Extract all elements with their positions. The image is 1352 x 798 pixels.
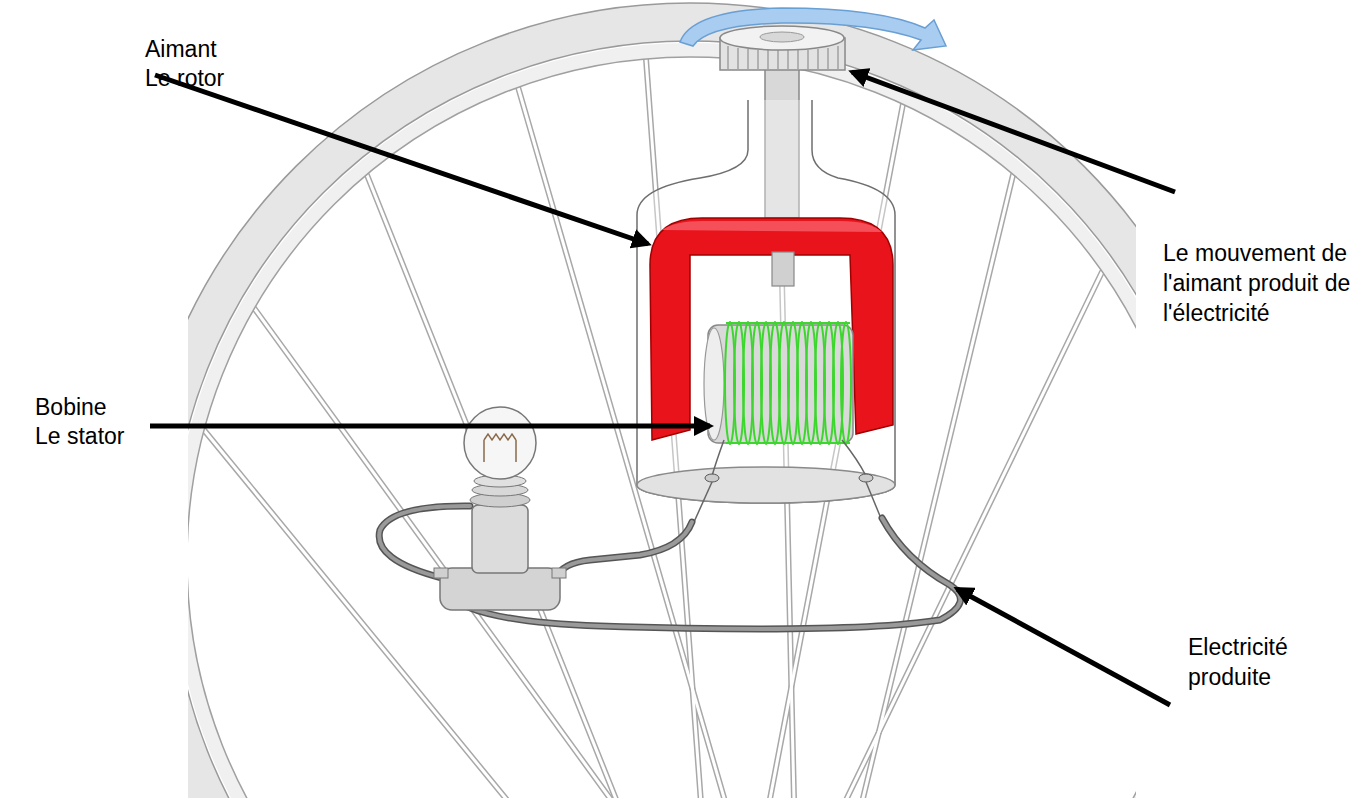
part-label: Le mouvement de l'aimant produit de l'él… xyxy=(1163,238,1352,328)
lamp xyxy=(434,407,566,610)
bicycle-wheel xyxy=(188,3,1136,798)
knurl xyxy=(797,50,799,70)
spoke-fill xyxy=(254,308,800,798)
tire xyxy=(188,22,1136,798)
coil-lead xyxy=(712,440,724,476)
core-end xyxy=(704,328,724,440)
socket-tab xyxy=(552,568,566,578)
shaft-stub xyxy=(772,252,794,286)
cable xyxy=(379,506,470,578)
wiring xyxy=(379,506,960,629)
dynamo xyxy=(637,26,895,522)
knurl xyxy=(737,48,739,70)
part-label: Le stator xyxy=(35,421,235,451)
socket-tab xyxy=(434,568,448,578)
part-label: Bobine xyxy=(35,392,235,422)
winding xyxy=(726,442,850,444)
winding xyxy=(841,322,851,444)
knurl xyxy=(827,48,829,70)
part-label: Aimant xyxy=(145,34,345,64)
tire-outline xyxy=(188,3,1136,798)
spoke xyxy=(254,308,800,798)
coil-lead xyxy=(842,440,866,476)
bulb-glass xyxy=(464,407,536,479)
terminal xyxy=(705,474,719,482)
knurl xyxy=(817,49,819,70)
knurl xyxy=(767,50,769,70)
housing-base xyxy=(637,467,895,503)
coil-windings xyxy=(725,322,851,444)
terminal xyxy=(859,474,873,482)
knurl xyxy=(757,50,759,70)
knurl xyxy=(807,50,809,70)
lamp-holder xyxy=(472,505,528,573)
magnet-highlight xyxy=(662,221,882,232)
terminal-pin xyxy=(694,482,712,522)
terminal-pin xyxy=(866,482,880,516)
knurl xyxy=(837,46,839,70)
part-label: Electricité produite xyxy=(1188,632,1320,692)
cap-top xyxy=(720,26,844,50)
cable xyxy=(556,522,692,578)
leader-lines xyxy=(150,72,1175,705)
cable xyxy=(379,506,470,578)
tire-outline xyxy=(188,41,1136,798)
knurl xyxy=(777,50,779,70)
winding xyxy=(726,322,850,324)
leader-arrow xyxy=(155,75,648,244)
leader-arrow xyxy=(150,424,710,429)
cap-hole xyxy=(760,32,804,42)
leader-arrow xyxy=(957,589,1170,705)
knurl xyxy=(787,50,789,70)
dynamo-housing xyxy=(637,100,895,503)
part-label: Le rotor xyxy=(145,63,345,93)
filament xyxy=(484,434,516,462)
knurl xyxy=(747,49,749,70)
lamp-socket xyxy=(440,568,560,610)
cable xyxy=(556,522,692,578)
leader-arrow xyxy=(852,72,1175,192)
knurl xyxy=(727,46,729,70)
